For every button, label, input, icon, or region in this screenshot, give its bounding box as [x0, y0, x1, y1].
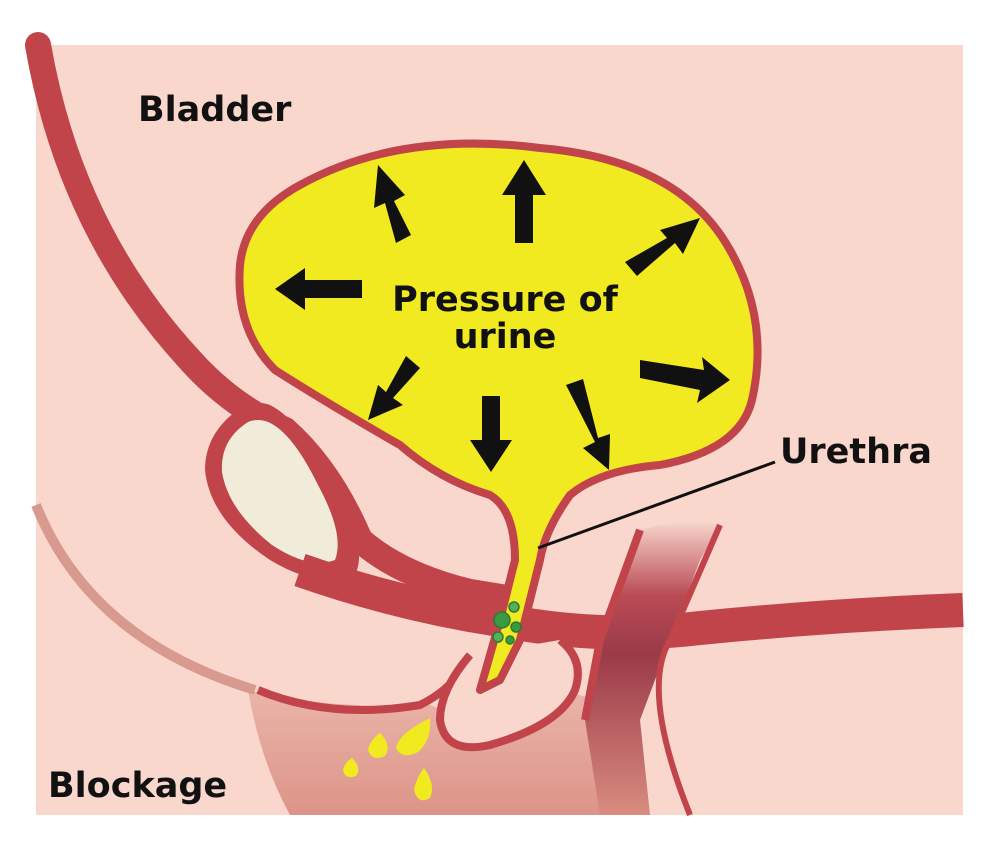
label-urethra: Urethra	[780, 432, 932, 472]
urine-droplet-icon	[343, 758, 359, 778]
kidney-stone-icon	[492, 631, 504, 643]
urine-droplet-icon	[368, 733, 388, 758]
label-pressure-of-urine: Pressure of urine	[392, 282, 618, 356]
label-blockage: Blockage	[48, 766, 228, 806]
arrow-icon	[640, 357, 730, 403]
diagonal-tube-edge	[581, 528, 644, 721]
arrow-icon	[470, 396, 512, 472]
kidney-stone-icon	[510, 621, 522, 633]
kidney-stone-icon	[505, 635, 515, 645]
label-pressure-line2: urine	[453, 316, 557, 357]
kidney-stones	[492, 601, 522, 645]
pressure-arrows	[275, 160, 730, 472]
label-bladder: Bladder	[138, 90, 292, 130]
label-pressure-line1: Pressure of	[392, 280, 618, 320]
urine-droplet-icon	[396, 718, 431, 756]
diagonal-tube-edge-right	[655, 523, 723, 817]
urine-droplets	[343, 718, 432, 801]
arrow-icon	[566, 379, 610, 470]
arrow-icon	[502, 160, 546, 243]
kidney-stone-icon	[493, 611, 511, 629]
arrow-icon	[625, 218, 700, 276]
arrow-icon	[374, 165, 411, 243]
arrow-icon	[368, 356, 420, 420]
body-outline	[31, 503, 257, 695]
urine-droplet-icon	[414, 768, 432, 801]
urethra-outlet-loop	[435, 636, 582, 752]
urethra-pointer-line	[537, 460, 776, 550]
arrow-icon	[275, 268, 362, 310]
pelvic-bone	[221, 420, 338, 563]
kidney-stone-icon	[508, 601, 520, 613]
